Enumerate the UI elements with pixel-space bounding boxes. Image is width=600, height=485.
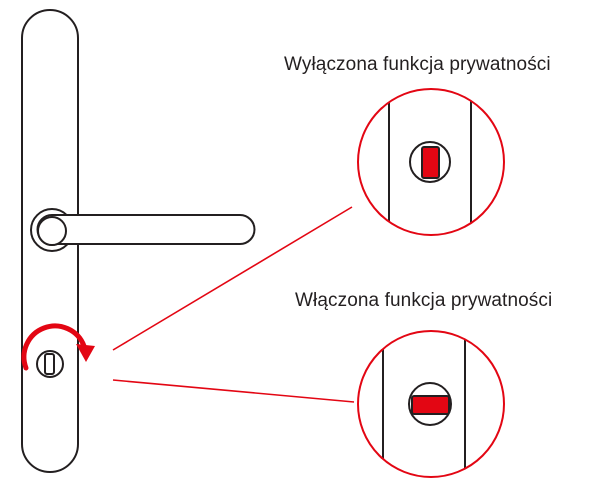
privacy-indicator-horizontal xyxy=(411,395,450,415)
detail-circle-privacy-on xyxy=(357,330,505,478)
label-privacy-off: Wyłączona funkcja prywatności xyxy=(284,54,551,75)
thumb-turn-icon xyxy=(36,350,64,378)
pointer-line-off xyxy=(112,206,353,351)
label-privacy-on: Włączona funkcja prywatności xyxy=(295,290,553,311)
rotate-clockwise-arrow-icon xyxy=(21,323,95,371)
privacy-indicator-vertical xyxy=(421,146,440,179)
lever-handle xyxy=(30,208,256,252)
handle-lever-arm xyxy=(36,214,256,245)
detail-circle-privacy-off xyxy=(357,88,505,236)
handle-rose-inner-top xyxy=(37,216,67,246)
pointer-line-on xyxy=(112,379,355,403)
